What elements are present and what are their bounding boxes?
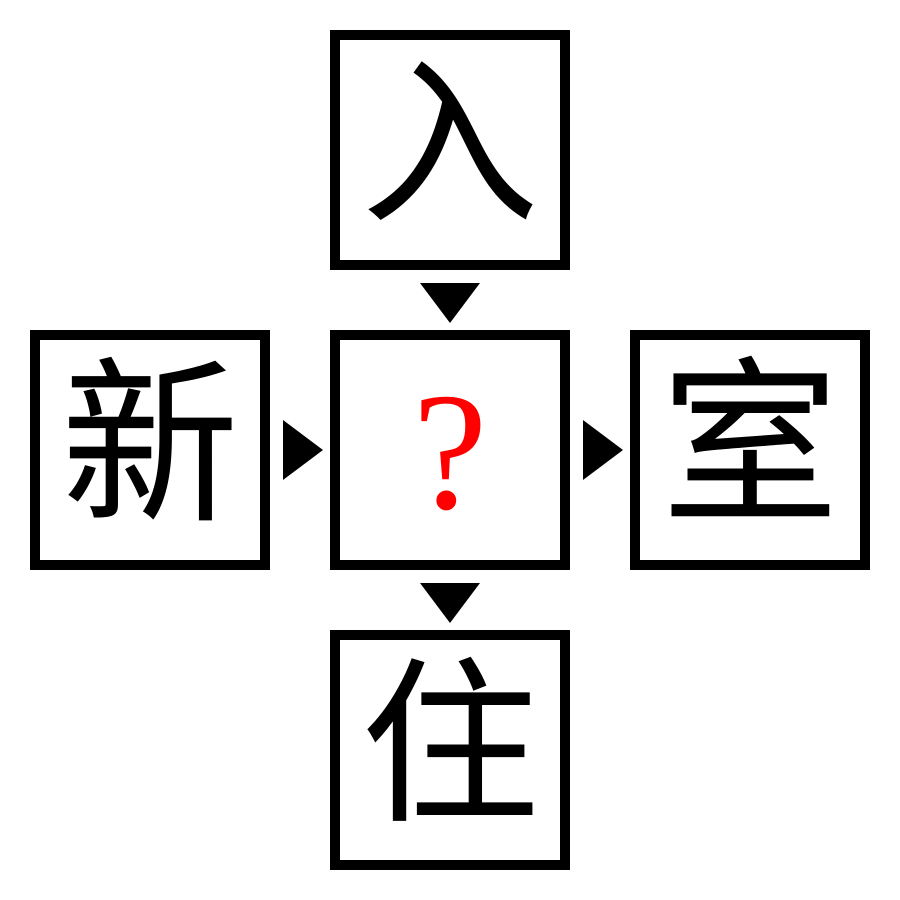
arrow-down-icon — [420, 583, 480, 623]
arrow-right-icon — [583, 420, 623, 480]
kanji-bottom-glyph: 住 — [361, 642, 539, 849]
question-mark: ? — [412, 359, 488, 545]
answer-tile[interactable]: ? — [330, 330, 570, 570]
kanji-tile-bottom: 住 — [330, 630, 570, 870]
kanji-tile-right: 室 — [630, 330, 870, 570]
kanji-tile-left: 新 — [30, 330, 270, 570]
kanji-tile-top: 入 — [330, 30, 570, 270]
kanji-right-glyph: 室 — [661, 342, 839, 549]
kanji-left-glyph: 新 — [61, 342, 239, 549]
arrow-down-icon — [420, 283, 480, 323]
arrow-right-icon — [283, 420, 323, 480]
kanji-top-glyph: 入 — [361, 42, 539, 249]
